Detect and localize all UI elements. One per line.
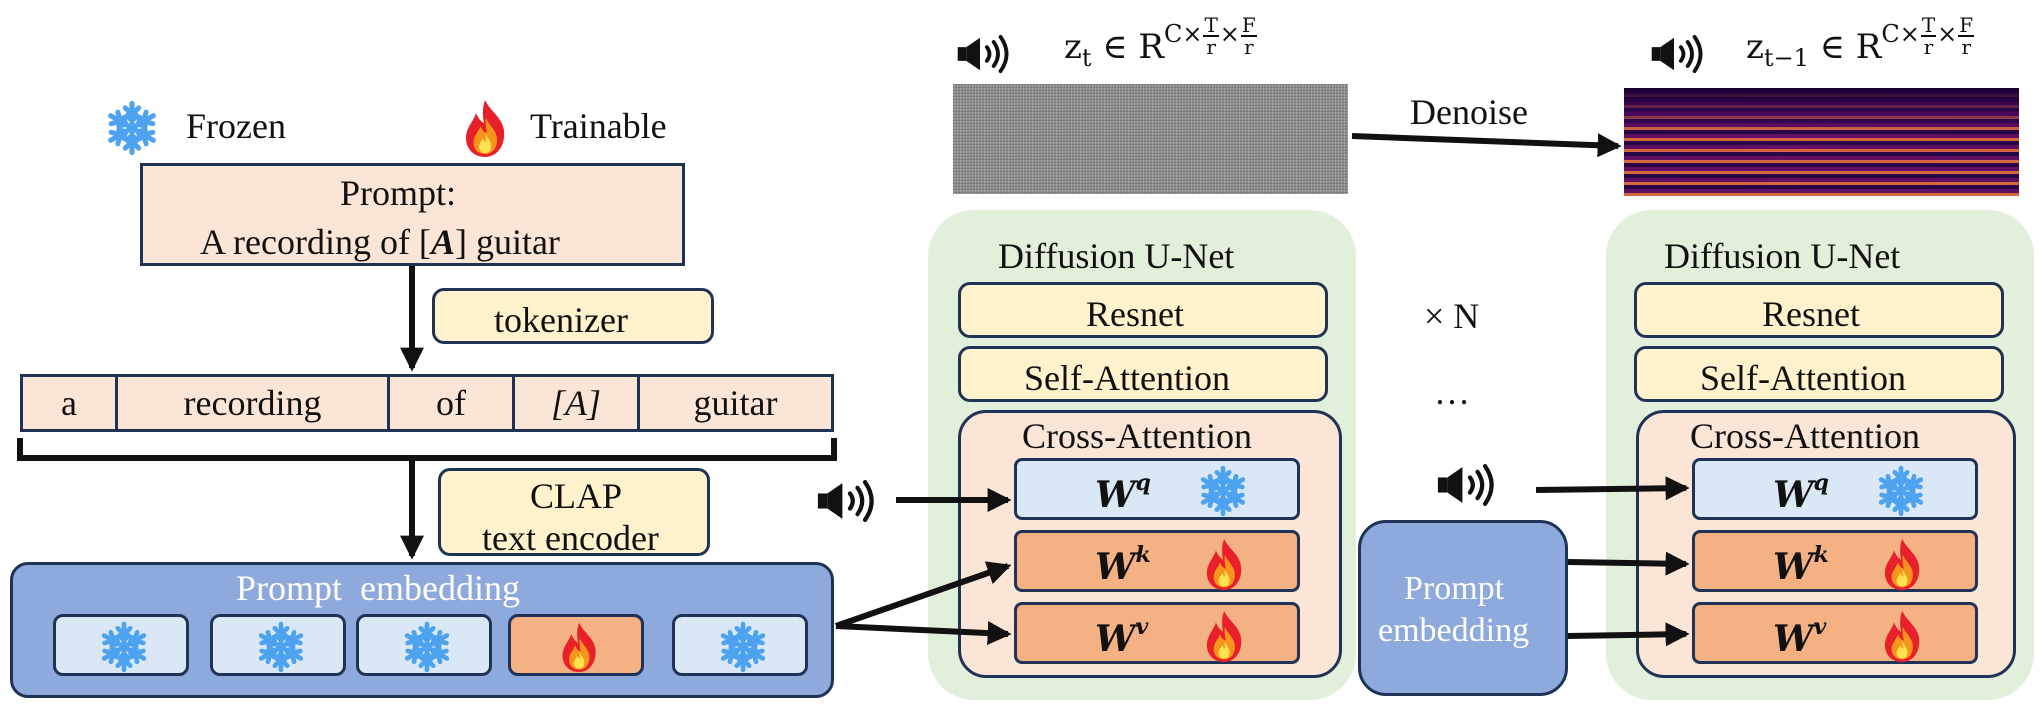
tokenizer-box: [432, 288, 714, 344]
prompt-text-post: ] guitar: [454, 222, 560, 262]
latent-t-frac-t-num: T: [1203, 12, 1219, 37]
ellipsis-label: …: [1434, 372, 1470, 412]
legend-trainable-label: Trainable: [530, 106, 667, 146]
wv-box: Wv: [1014, 602, 1300, 664]
diffusion-unet-title: Diffusion U-Net: [1664, 236, 1901, 276]
latent-t-sub: t: [1081, 44, 1092, 72]
noise-latent-image: [953, 84, 1348, 194]
latent-t-exp-prefix: C×: [1163, 20, 1203, 48]
prompt-box: [140, 163, 685, 266]
wv-sup: v: [1135, 614, 1149, 640]
wq-box: Wq: [1014, 458, 1300, 520]
wq-box: Wq: [1692, 458, 1978, 520]
self-attention-label: Self-Attention: [1024, 358, 1230, 398]
wv-label: Wv: [1095, 614, 1148, 660]
clap-label: CLAP: [530, 476, 623, 516]
latent-t-base: z: [1064, 27, 1082, 67]
latent-t1-in: ∈ R: [1819, 27, 1882, 67]
latent-t1-exp-prefix: C×: [1881, 20, 1920, 48]
wk-box: Wk: [1692, 530, 1978, 592]
wk-base: W: [1773, 546, 1814, 588]
embedding-cell-frozen: [53, 614, 189, 676]
token-var: [A]: [512, 374, 640, 432]
clap-encoder-box: [438, 468, 710, 556]
latent-t-frac-t-den: r: [1206, 34, 1216, 59]
resnet-label: Resnet: [1762, 294, 1860, 334]
latent-t1-sub: t−1: [1763, 44, 1809, 72]
wq-base: W: [1773, 474, 1814, 516]
latent-t-frac-f-num: F: [1240, 12, 1257, 37]
wv-box: Wv: [1692, 602, 1978, 664]
diffusion-unet-title: Diffusion U-Net: [998, 236, 1235, 276]
embedding-cell-frozen: [672, 614, 808, 676]
legend-frozen-label: Frozen: [186, 106, 286, 146]
token-a: a: [20, 374, 118, 432]
prompt-embedding-small-line1: Prompt: [1404, 570, 1505, 607]
wq-label: Wq: [1773, 470, 1829, 516]
wq-base: W: [1095, 474, 1136, 516]
self-attention-box: [1634, 346, 2004, 402]
embedding-cell-frozen: [210, 614, 346, 676]
wv-base: W: [1095, 618, 1136, 660]
wk-label: Wk: [1773, 542, 1829, 588]
embedding-cell-trainable: [508, 614, 644, 676]
latent-t1-base: z: [1746, 27, 1764, 67]
token-guitar: guitar: [637, 374, 834, 432]
embedding-cell-frozen: [356, 614, 492, 676]
prompt-embedding-title: Prompt embedding: [236, 568, 520, 608]
prompt-embedding-small-line2: embedding: [1378, 612, 1530, 649]
wq-sup: q: [1813, 470, 1829, 496]
clap-sublabel: text encoder: [482, 518, 659, 558]
resnet-box: [1634, 282, 2004, 338]
wk-sup: k: [1135, 542, 1151, 568]
wv-base: W: [1773, 618, 1814, 660]
resnet-label: Resnet: [1086, 294, 1184, 334]
prompt-text-pre: A recording of [: [200, 222, 431, 262]
spectrogram-image: [1624, 88, 2019, 196]
prompt-text: A recording of [A] guitar: [200, 224, 560, 260]
resnet-box: [958, 282, 1328, 338]
latent-t1-frac-f-num: F: [1958, 12, 1975, 37]
self-attention-label: Self-Attention: [1700, 358, 1906, 398]
prompt-text-var: A: [430, 222, 455, 262]
wv-sup: v: [1813, 614, 1827, 640]
latent-t-frac-f-den: r: [1244, 34, 1254, 59]
cross-attention-label: Cross-Attention: [1022, 416, 1252, 456]
latent-t1-frac-t-den: r: [1923, 34, 1934, 59]
wk-label: Wk: [1095, 542, 1151, 588]
wq-sup: q: [1135, 470, 1151, 496]
tokenizer-label: tokenizer: [494, 300, 628, 340]
latent-t1-frac-t-num: T: [1920, 12, 1937, 37]
token-recording: recording: [115, 374, 390, 432]
wq-label: Wq: [1095, 470, 1151, 516]
wk-box: Wk: [1014, 530, 1300, 592]
self-attention-box: [958, 346, 1328, 402]
wk-sup: k: [1813, 542, 1829, 568]
prompt-label: Prompt:: [340, 173, 457, 213]
wk-base: W: [1095, 546, 1136, 588]
wv-label: Wv: [1773, 614, 1826, 660]
denoise-label: Denoise: [1410, 92, 1528, 132]
cross-attention-label: Cross-Attention: [1690, 416, 1920, 456]
latent-t-in: ∈ R: [1102, 27, 1164, 67]
prompt-embedding-small-box: [1358, 520, 1568, 696]
latent-t1-frac-f-den: r: [1961, 34, 1971, 59]
token-of: of: [387, 374, 515, 432]
repeat-label: × N: [1424, 296, 1480, 336]
